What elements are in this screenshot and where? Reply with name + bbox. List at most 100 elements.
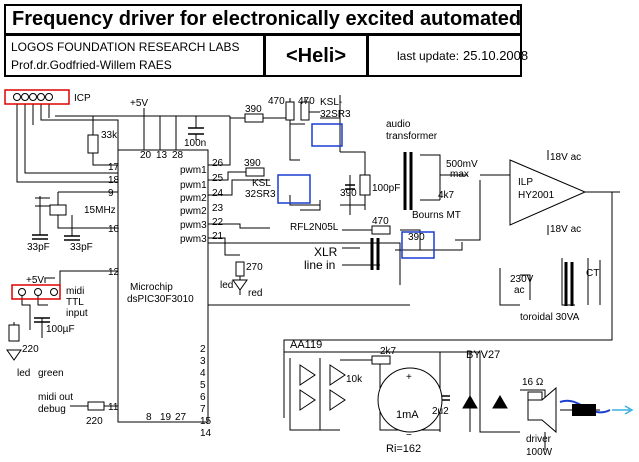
- label-midi: midi: [66, 286, 84, 297]
- led-green-symbol: [6, 349, 22, 361]
- label-r2k7: 2k7: [380, 346, 397, 357]
- label-c33pf-a: 33pF: [27, 242, 50, 253]
- pin-12: 12: [108, 267, 120, 278]
- diode-bridge: [299, 364, 346, 411]
- label-meter: 1mA: [396, 409, 419, 421]
- pin-2: 2: [200, 344, 206, 355]
- pin-24: 24: [212, 188, 224, 199]
- midi-pin-2: [34, 288, 42, 296]
- driver-clamp: [572, 404, 596, 416]
- icp-pin-4: [37, 93, 45, 101]
- schematic-title: Frequency driver for electronically exci…: [4, 4, 522, 35]
- label-c100uf: 100µF: [46, 324, 75, 335]
- label-r220-a: 220: [22, 344, 39, 355]
- optocoupler-b: [277, 174, 311, 204]
- label-pwm1: pwm1: [180, 165, 207, 176]
- label-ksl-b1: KSL: [252, 178, 271, 189]
- label-r390-c: 390: [340, 188, 357, 199]
- label-r16: 16 Ω: [522, 377, 544, 388]
- crystal-15mhz: [49, 204, 67, 216]
- label-c100pf: 100pF: [372, 183, 400, 194]
- pin-27: 27: [175, 412, 187, 423]
- label-crystal: 15MHz: [84, 205, 116, 216]
- resistor-220-a: [8, 324, 20, 342]
- label-ilp: ILP: [518, 177, 533, 188]
- icp-pin-3: [29, 93, 37, 101]
- pin-4: 4: [200, 368, 206, 379]
- update-date-box: last update:25.10.2008: [367, 34, 528, 77]
- label-pwm3b: pwm3: [180, 234, 207, 245]
- label-ttl: TTL: [66, 297, 84, 308]
- pin-15: 15: [200, 416, 212, 427]
- label-led-red-a: led: [220, 280, 233, 291]
- pin-23: 23: [212, 203, 224, 214]
- label-r270: 270: [246, 262, 263, 273]
- label-r470-b: 470: [298, 96, 315, 107]
- mcu-chip: [117, 149, 209, 423]
- label-led-green-b: green: [38, 368, 64, 379]
- icp-pin-5: [45, 93, 53, 101]
- label-18v-a: 18V ac: [550, 152, 581, 163]
- label-18v-b: 18V ac: [550, 224, 581, 235]
- label-line-in: line in: [304, 258, 335, 272]
- pin-9: 9: [108, 188, 114, 199]
- driver-speaker-icon: [527, 386, 557, 434]
- pin-22: 22: [212, 217, 224, 228]
- icp-connector: [4, 89, 70, 105]
- label-ksl-b2: 32SR3: [245, 189, 276, 200]
- org-name: LOGOS FOUNDATION RESEARCH LABS: [11, 40, 240, 54]
- resistor-470-b: [300, 101, 310, 121]
- label-fet: RFL2N05L: [290, 222, 339, 233]
- pin-6: 6: [200, 392, 206, 403]
- label-500mv: 500mV: [446, 159, 478, 170]
- label-driver: driver: [526, 434, 552, 445]
- pin-8: 8: [146, 412, 152, 423]
- label-r390-d: 390: [408, 232, 425, 243]
- label-c100n: 100n: [184, 138, 206, 149]
- label-pwm2: pwm2: [180, 193, 207, 204]
- label-led-red-b: red: [248, 288, 262, 299]
- pin-11: 11: [108, 402, 119, 413]
- label-icp: ICP: [74, 93, 91, 104]
- resistor-390-c: [359, 174, 371, 196]
- resistor-470-c: [371, 225, 391, 235]
- label-mcu-maker: Microchip: [130, 282, 173, 293]
- label-pwm1b: pwm1: [180, 180, 207, 191]
- label-mcu-part: dsPIC30F3010: [127, 294, 194, 305]
- label-c2u2: 2u2: [432, 406, 449, 417]
- optocoupler-a: [311, 123, 343, 147]
- midi-outline: [11, 284, 61, 300]
- pin-13: 13: [156, 150, 168, 161]
- label-r33k: 33k: [101, 130, 118, 141]
- date-label: last update:: [397, 49, 460, 63]
- label-transformer: transformer: [386, 131, 438, 142]
- label-byv27: BYV27: [466, 349, 500, 361]
- date-value: 25.10.2008: [463, 48, 529, 63]
- label-input: input: [66, 308, 88, 319]
- label-r470-c: 470: [372, 216, 389, 227]
- pin-25: 25: [212, 173, 224, 184]
- label-r220-b: 220: [86, 416, 103, 427]
- icp-outline: [4, 89, 70, 105]
- label-100w: 100W: [526, 447, 553, 458]
- xlr-transformer: [370, 238, 380, 270]
- pin-28: 28: [172, 150, 184, 161]
- label-hy2001: HY2001: [518, 190, 555, 201]
- pin-5: 5: [200, 380, 206, 391]
- label-r4k7: 4k7: [438, 190, 455, 201]
- label-230v: 230V: [510, 274, 534, 285]
- label-bourns: Bourns MT: [412, 210, 461, 221]
- pin-10: 10: [108, 224, 120, 235]
- label-led-green-a: led: [17, 368, 30, 379]
- label-ksl-a2: 32SR3: [320, 109, 351, 120]
- pin-26: 26: [212, 158, 224, 169]
- label-plus5v: +5V: [130, 98, 148, 109]
- resistor-390-b: [245, 167, 265, 177]
- pin-20: 20: [140, 150, 152, 161]
- label-ct: CT: [586, 268, 599, 279]
- resistor-2k7: [371, 355, 391, 365]
- label-xlr: XLR: [314, 245, 338, 259]
- label-midi-5v: +5V: [26, 275, 44, 286]
- label-pwm2b: pwm2: [180, 206, 207, 217]
